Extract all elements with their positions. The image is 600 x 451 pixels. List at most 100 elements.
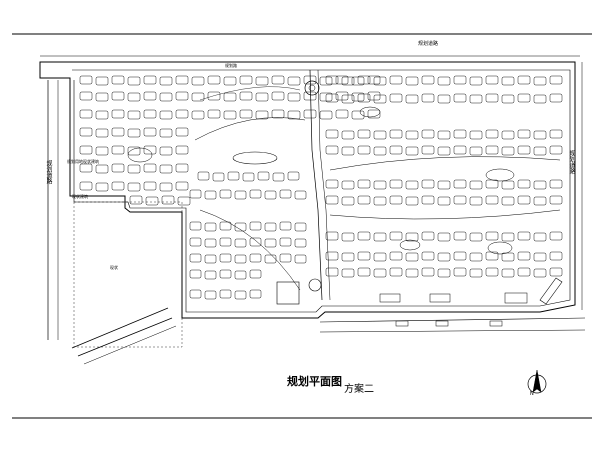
building-footprint [161,195,175,205]
building-footprint [197,171,210,181]
building-footprint [303,75,317,85]
building-footprint [159,146,173,156]
landscape-oval-4 [359,106,381,118]
building-footprint [373,180,387,190]
building-footprint [533,268,547,278]
curved-path-3 [329,156,561,171]
building-footprint [325,179,339,189]
building-footprint [341,232,355,242]
building-footprint [437,196,451,206]
building-footprint [373,76,387,86]
building-footprint [264,222,277,232]
building-footprint [325,93,339,103]
building-footprint [517,267,531,277]
building-footprint [549,129,563,139]
building-footprint [367,109,381,119]
building-footprint [357,251,371,261]
building-footprint [357,129,371,139]
building-footprint [219,253,232,263]
building-footprint [223,92,237,102]
building-footprint [453,93,467,103]
building-footprint [469,196,483,206]
building-footprint [437,130,451,140]
building-footprint [159,128,173,138]
building-footprint [127,128,141,138]
building-footprint [189,237,202,247]
building-footprint [95,182,109,192]
building-footprint [234,190,247,200]
building-footprint [485,195,499,205]
building-footprint [405,232,419,242]
building-footprint [143,75,157,85]
building-footprint [421,93,435,103]
building-footprint [212,172,225,182]
building-footprint [191,92,205,102]
building-footprint [204,270,217,280]
building-footprint [453,267,467,277]
building-footprint [159,76,173,86]
building-footprint [389,93,403,103]
building-footprint [249,237,262,247]
building-footprint [249,269,262,279]
diagonal-road-2 [77,317,173,357]
block-label-road: 规划路 [225,63,237,68]
building-footprint [127,164,141,174]
roundabout [304,80,320,96]
building-footprint [357,145,371,155]
building-footprint [405,196,419,206]
building-footprint [127,146,141,156]
building-footprint [405,268,419,278]
building-footprint [111,109,125,119]
building-footprint [143,127,157,137]
south-block-3 [504,292,528,304]
building-footprint [469,180,483,190]
landscape-pond [232,151,278,165]
building-footprint [437,76,451,86]
building-footprint [234,238,247,248]
building-footprint [341,94,355,104]
building-footprint [223,76,237,86]
drawing-title: 规划平面图 [287,375,342,388]
building-footprint [325,231,339,241]
building-footprint [279,189,292,199]
building-footprint [287,171,300,181]
building-footprint [204,254,217,264]
building-footprint [219,289,232,299]
building-footprint [341,130,355,140]
building-footprint [501,252,515,262]
building-footprint [357,195,371,205]
building-footprint [175,127,189,137]
building-footprint [437,146,451,156]
building-footprint [453,179,467,189]
building-footprint [219,237,232,247]
block-label-existing: 现状建筑 [72,194,88,199]
building-footprint [549,93,563,103]
building-footprint [219,269,232,279]
building-footprint [469,146,483,156]
existing-block [73,201,183,348]
building-footprint [357,267,371,277]
building-footprint [517,251,531,261]
building-footprint [257,171,270,181]
building-footprint [469,130,483,140]
building-footprint [143,181,157,191]
building-footprint [207,91,221,101]
building-footprint [95,76,109,86]
building-footprint [549,195,563,205]
building-footprint [272,172,285,182]
building-footprint [175,109,189,119]
south-gate-building [276,281,300,305]
north-label: N [530,391,534,397]
building-footprint [175,75,189,85]
building-footprint [549,267,563,277]
building-footprint [325,267,339,277]
road-label-top: 规划道路 [418,41,439,47]
building-footprint [389,195,403,205]
curved-path-2 [199,209,301,291]
building-footprint [191,110,205,120]
building-footprint [389,251,403,261]
building-footprint [255,110,269,120]
curved-path-4 [329,209,561,220]
building-footprint [517,129,531,139]
